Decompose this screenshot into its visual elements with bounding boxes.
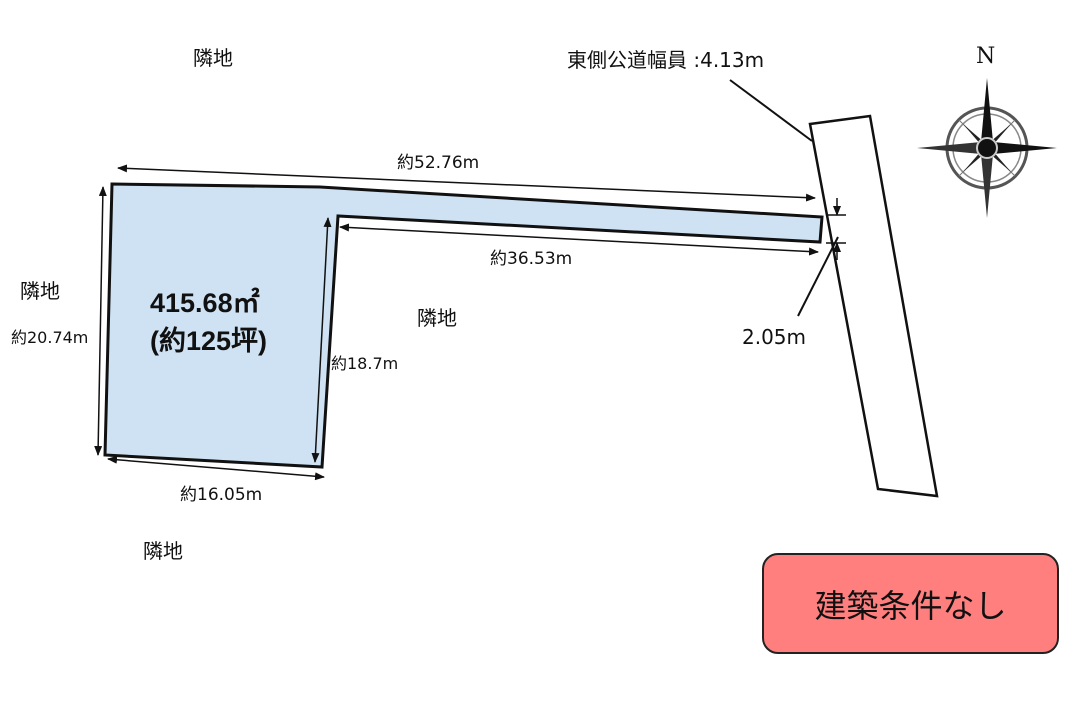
dim-inner-right-arrow xyxy=(311,217,332,463)
dim-inner-right-label: 約18.7m xyxy=(331,354,399,373)
north-label: N xyxy=(976,44,996,69)
dim-left-label: 約20.74m xyxy=(11,328,89,347)
dim-top-label: 約52.76m xyxy=(397,153,480,173)
dim-left-arrow xyxy=(94,186,107,456)
dim-inner-top-label: 約36.53m xyxy=(490,249,573,269)
neighbor-left-label: 隣地 xyxy=(20,279,60,303)
area-label: 415.68㎡ (約125坪) xyxy=(150,284,267,360)
neighbor-middle-label: 隣地 xyxy=(417,306,457,330)
dim-top-arrow xyxy=(117,164,816,202)
road-leader-line xyxy=(729,79,813,142)
no-building-conditions-badge: 建築条件なし xyxy=(762,553,1059,654)
frontage-label: 2.05m xyxy=(742,325,807,349)
neighbor-top-label: 隣地 xyxy=(193,46,233,70)
compass-icon xyxy=(917,78,1057,218)
road-width-label: 東側公道幅員 :4.13m xyxy=(567,48,765,72)
dim-inner-top-arrow xyxy=(339,223,819,256)
neighbor-bottom-label: 隣地 xyxy=(143,539,183,563)
frontage-leader-line xyxy=(797,236,839,317)
area-tsubo: (約125坪) xyxy=(150,326,268,356)
road-polygon xyxy=(808,114,939,498)
dim-bottom-label: 約16.05m xyxy=(180,485,263,505)
dim-bottom-arrow xyxy=(107,455,325,481)
area-sqm: 415.68㎡ xyxy=(150,288,260,318)
